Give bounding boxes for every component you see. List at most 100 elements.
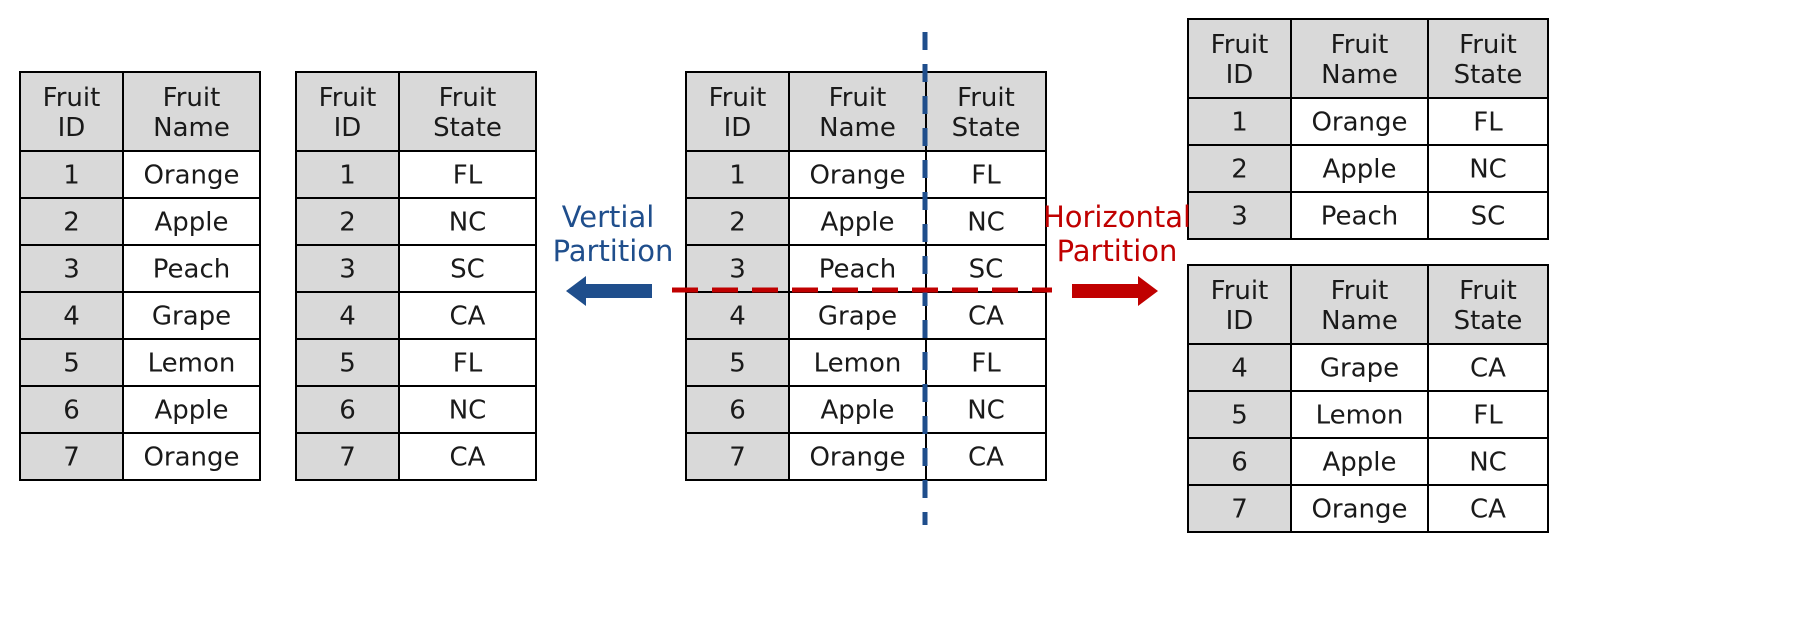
cell-value: CA xyxy=(1470,495,1506,525)
table-cell xyxy=(925,432,1047,481)
cell-value: Apple xyxy=(820,396,894,426)
header-cell xyxy=(1427,18,1549,99)
cell-value: 5 xyxy=(1231,401,1248,431)
cell-value: 7 xyxy=(1231,495,1248,525)
header-line: Fruit xyxy=(1331,30,1389,60)
cell-value: 2 xyxy=(729,208,746,238)
cell-value: Grape xyxy=(818,302,897,332)
table-cell xyxy=(122,150,261,199)
cell-value: CA xyxy=(968,443,1004,473)
header-cell xyxy=(295,71,400,152)
header-line: ID xyxy=(58,113,86,143)
cell-value: 3 xyxy=(339,255,356,285)
table-cell xyxy=(1427,191,1549,240)
header-line: Fruit xyxy=(957,83,1015,113)
table-cell xyxy=(295,244,400,293)
header-line: Name xyxy=(819,113,896,143)
table-cell xyxy=(295,338,400,387)
table-cell xyxy=(1427,144,1549,193)
cell-value: 4 xyxy=(1231,354,1248,384)
cell-value: Lemon xyxy=(1316,401,1404,431)
table-cell xyxy=(788,338,927,387)
cell-value: FL xyxy=(971,161,1001,191)
table-cell xyxy=(398,150,537,199)
header-line: Fruit xyxy=(319,83,377,113)
header-line: Fruit xyxy=(163,83,221,113)
table-cell xyxy=(685,385,790,434)
cell-value: Lemon xyxy=(814,349,902,379)
table-cell xyxy=(122,338,261,387)
table-cell xyxy=(1290,343,1429,392)
header-line: Fruit xyxy=(1459,30,1517,60)
header-line: Fruit xyxy=(829,83,887,113)
header-line: Name xyxy=(1321,60,1398,90)
table-cell xyxy=(1187,484,1292,533)
cell-value: 6 xyxy=(729,396,746,426)
header-line: Name xyxy=(153,113,230,143)
left-arrow-icon xyxy=(566,276,652,306)
cell-value: Orange xyxy=(143,443,239,473)
cell-value: Apple xyxy=(154,208,228,238)
cell-value: 5 xyxy=(729,349,746,379)
table-cell xyxy=(685,244,790,293)
table-cell xyxy=(1187,191,1292,240)
table-cell xyxy=(122,244,261,293)
header-line: State xyxy=(1454,306,1523,336)
cell-value: Peach xyxy=(1321,202,1398,232)
header-line: State xyxy=(1454,60,1523,90)
cell-value: Apple xyxy=(154,396,228,426)
cell-value: 2 xyxy=(63,208,80,238)
header-line: Fruit xyxy=(1211,276,1269,306)
cell-value: NC xyxy=(967,396,1005,426)
table-cell xyxy=(122,197,261,246)
header-cell xyxy=(1187,264,1292,345)
table-cell xyxy=(685,150,790,199)
cell-value: 6 xyxy=(1231,448,1248,478)
cell-value: Orange xyxy=(143,161,239,191)
cell-value: Orange xyxy=(1311,108,1407,138)
table-cell xyxy=(1427,343,1549,392)
cell-value: Orange xyxy=(809,161,905,191)
cell-value: 2 xyxy=(1231,155,1248,185)
cell-value: Apple xyxy=(1322,155,1396,185)
cell-value: 2 xyxy=(339,208,356,238)
cell-value: 4 xyxy=(63,302,80,332)
table-cell xyxy=(1187,343,1292,392)
header-line: Fruit xyxy=(1331,276,1389,306)
cell-value: 3 xyxy=(729,255,746,285)
header-line: Fruit xyxy=(709,83,767,113)
table-cell xyxy=(398,385,537,434)
table-cell xyxy=(398,291,537,340)
table-cell xyxy=(788,150,927,199)
header-line: ID xyxy=(1226,60,1254,90)
header-cell xyxy=(19,71,124,152)
cell-value: Peach xyxy=(819,255,896,285)
cell-value: FL xyxy=(453,161,483,191)
cell-value: Grape xyxy=(152,302,231,332)
header-cell xyxy=(398,71,537,152)
cell-value: Orange xyxy=(1311,495,1407,525)
cell-value: FL xyxy=(1473,401,1503,431)
right-arrow-icon xyxy=(1072,276,1158,306)
cell-value: NC xyxy=(1469,155,1507,185)
cell-value: FL xyxy=(1473,108,1503,138)
horizontal-partition-label: Partition xyxy=(1057,234,1178,268)
table-cell xyxy=(295,432,400,481)
table-cell xyxy=(398,197,537,246)
cell-value: 3 xyxy=(1231,202,1248,232)
header-line: Fruit xyxy=(439,83,497,113)
cell-value: SC xyxy=(1471,202,1506,232)
table-cell xyxy=(685,291,790,340)
vertical-partition-label: Partition xyxy=(553,234,674,268)
table-cell xyxy=(1187,437,1292,486)
table-cell xyxy=(685,432,790,481)
cell-value: CA xyxy=(968,302,1004,332)
cell-value: NC xyxy=(1469,448,1507,478)
header-line: State xyxy=(952,113,1021,143)
cell-value: 1 xyxy=(1231,108,1248,138)
table-cell xyxy=(1427,484,1549,533)
